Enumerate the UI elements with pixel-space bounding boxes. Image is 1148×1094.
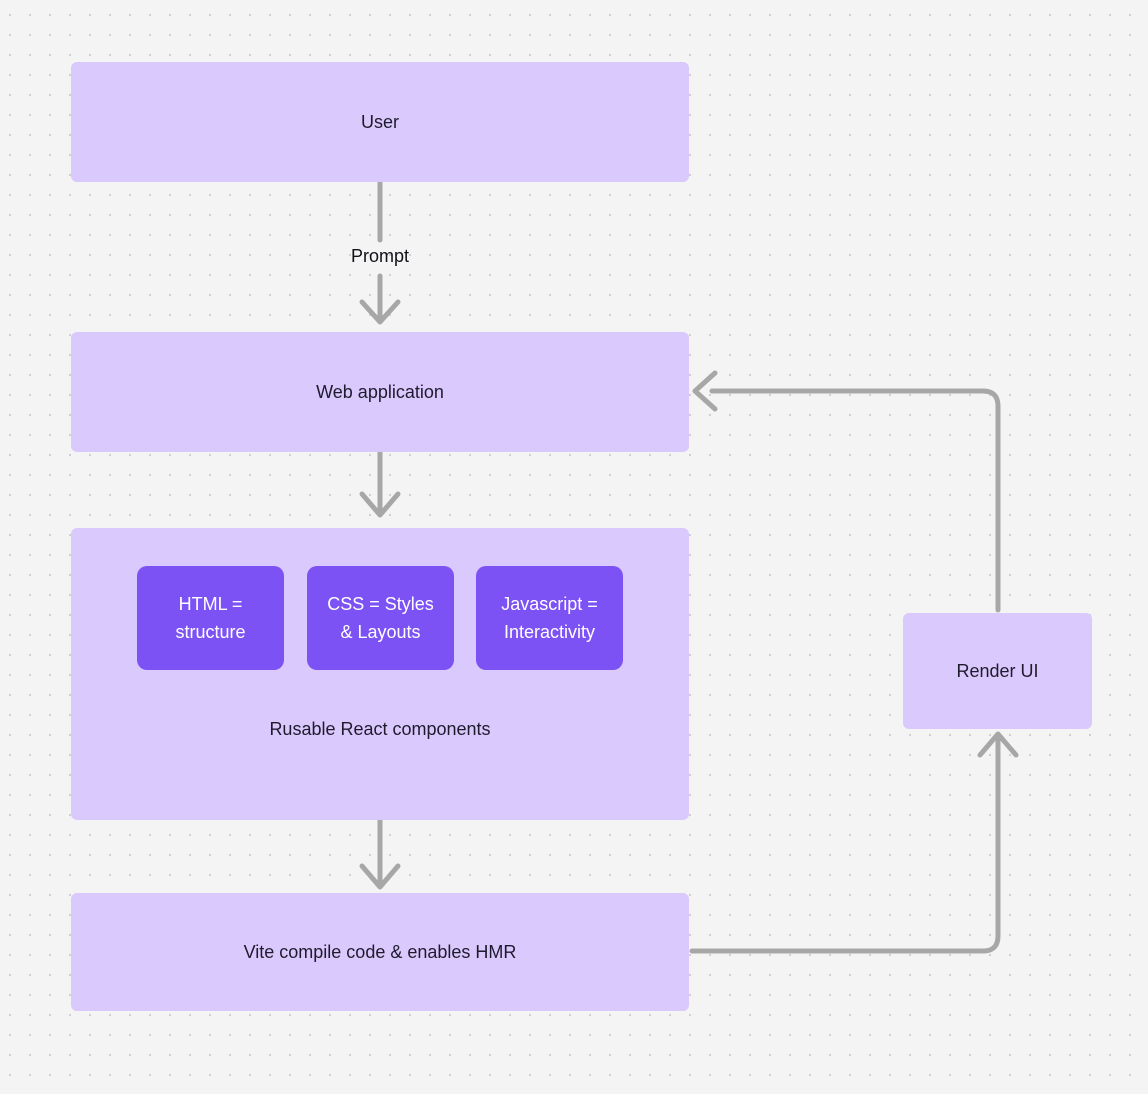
node-components-caption: Rusable React components	[269, 719, 491, 739]
node-vite[interactable]: Vite compile code & enables HMR	[71, 893, 689, 1011]
edge-components-to-vite-arrowhead	[359, 863, 401, 890]
edge-prompt-to-web-arrowhead	[359, 299, 401, 325]
chip-html[interactable]: HTML = structure	[137, 566, 284, 670]
edge-web-to-components-arrowhead	[359, 491, 401, 518]
chip-css[interactable]: CSS = Styles & Layouts	[307, 566, 454, 670]
chip-html-line1: HTML =	[178, 594, 243, 614]
chip-html-line2: structure	[175, 622, 246, 642]
chip-javascript[interactable]: Javascript = Interactivity	[476, 566, 623, 670]
edge-vite-to-render-line	[689, 734, 1001, 954]
node-render-ui-label: Render UI	[956, 660, 1039, 681]
node-user[interactable]: User	[71, 62, 689, 182]
edge-render-to-web-arrowhead	[692, 370, 718, 412]
chip-javascript-line2: Interactivity	[503, 622, 595, 642]
node-vite-label: Vite compile code & enables HMR	[243, 941, 517, 962]
node-render-ui[interactable]: Render UI	[903, 613, 1092, 729]
node-components-container[interactable]: HTML = structure CSS = Styles & Layouts …	[71, 528, 689, 820]
chip-css-line1: CSS = Styles	[327, 594, 434, 614]
edge-label-prompt: Prompt	[350, 246, 410, 266]
chip-css-line2: & Layouts	[340, 622, 421, 642]
node-web-application-label: Web application	[316, 381, 444, 402]
edge-vite-to-render-arrowhead	[977, 731, 1019, 758]
edge-render-to-web-line	[709, 388, 1001, 613]
chip-javascript-line1: Javascript =	[501, 594, 598, 614]
node-user-label: User	[360, 111, 399, 132]
node-web-application[interactable]: Web application	[71, 332, 689, 452]
